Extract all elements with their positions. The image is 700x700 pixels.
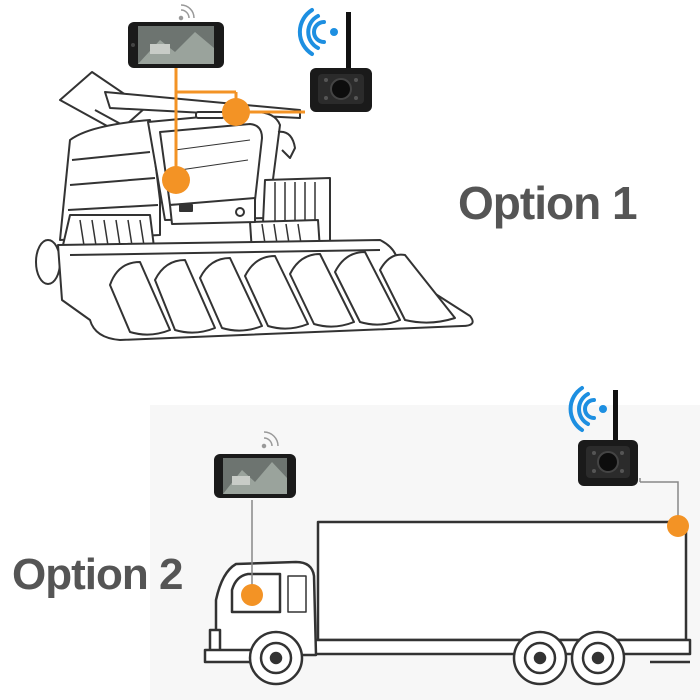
option-2-label: Option 2 [12, 550, 183, 599]
option-1-label: Option 1 [458, 177, 638, 229]
camera-mount-point [667, 515, 689, 537]
wifi-icon [568, 386, 607, 432]
monitor-mount-point [162, 166, 190, 194]
monitor-mount-point [241, 584, 263, 606]
phone-monitor [128, 22, 224, 68]
phone-monitor [214, 454, 296, 498]
combine-diagram [35, 4, 474, 341]
wifi-icon [297, 8, 338, 56]
wifi-signal-icon [178, 4, 195, 21]
connection-lines [251, 478, 679, 595]
wireless-camera [310, 12, 372, 112]
box-truck [203, 520, 692, 686]
option-2-panel: Option 2 [0, 350, 700, 700]
truck-diagram [150, 386, 700, 700]
option-1-panel: Option 1 [35, 4, 638, 341]
camera-mount-point [222, 98, 250, 126]
wireless-camera [578, 390, 638, 486]
wifi-signal-icon [261, 431, 279, 449]
